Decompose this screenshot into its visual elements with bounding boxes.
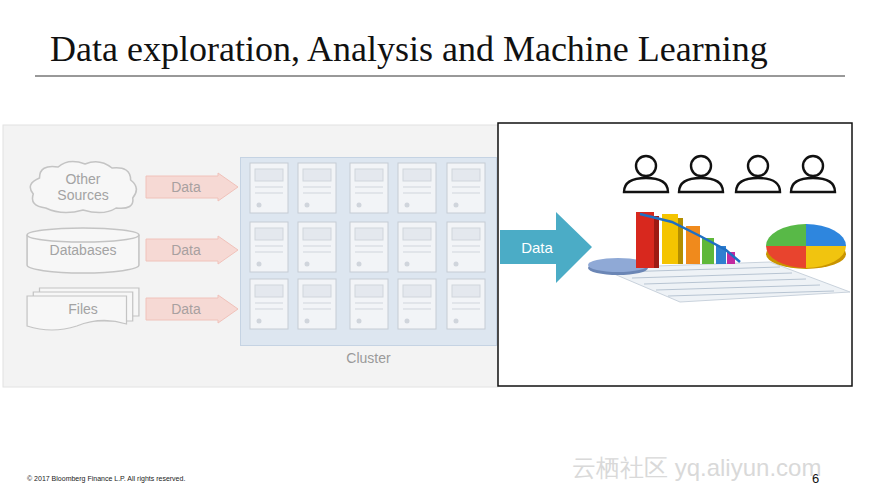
cluster-shape (240, 157, 497, 369)
node-label: Databases (31, 242, 135, 258)
files-stack: Files (25, 286, 141, 332)
faded-panel (3, 125, 498, 387)
watermark: 云栖社区 yq.aliyun.com (572, 452, 821, 484)
text-holder: Cluster (240, 157, 497, 369)
data-block-arrow (500, 212, 592, 283)
data-flow-arrow (146, 295, 238, 323)
edge-label: Data (171, 242, 201, 258)
data-flow-arrow (146, 173, 238, 201)
edge-label: Data (171, 301, 201, 317)
diagram-title: Data exploration, Analysis and Machine L… (50, 28, 768, 70)
focus-panel (498, 123, 852, 386)
node-label: Files (31, 301, 135, 317)
user-icons (624, 156, 835, 192)
cluster-box: Cluster (240, 157, 497, 369)
node-label: Other Sources (39, 171, 127, 203)
arrow-label: Data (521, 239, 553, 256)
text-holder: Files (25, 286, 141, 332)
chart-illustration (588, 212, 850, 302)
data-flow-arrow (146, 236, 238, 264)
title-rule (35, 76, 845, 77)
text-holder: Databases (25, 226, 141, 274)
cloud-source: Other Sources (25, 158, 141, 216)
copyright-note: © 2017 Bloomberg Finance L.P. All rights… (27, 475, 185, 482)
edge-label: Data (171, 179, 201, 195)
database-cylinder: Databases (25, 226, 141, 274)
cluster-label: Cluster (240, 350, 497, 369)
text-holder: Other Sources (25, 158, 141, 216)
